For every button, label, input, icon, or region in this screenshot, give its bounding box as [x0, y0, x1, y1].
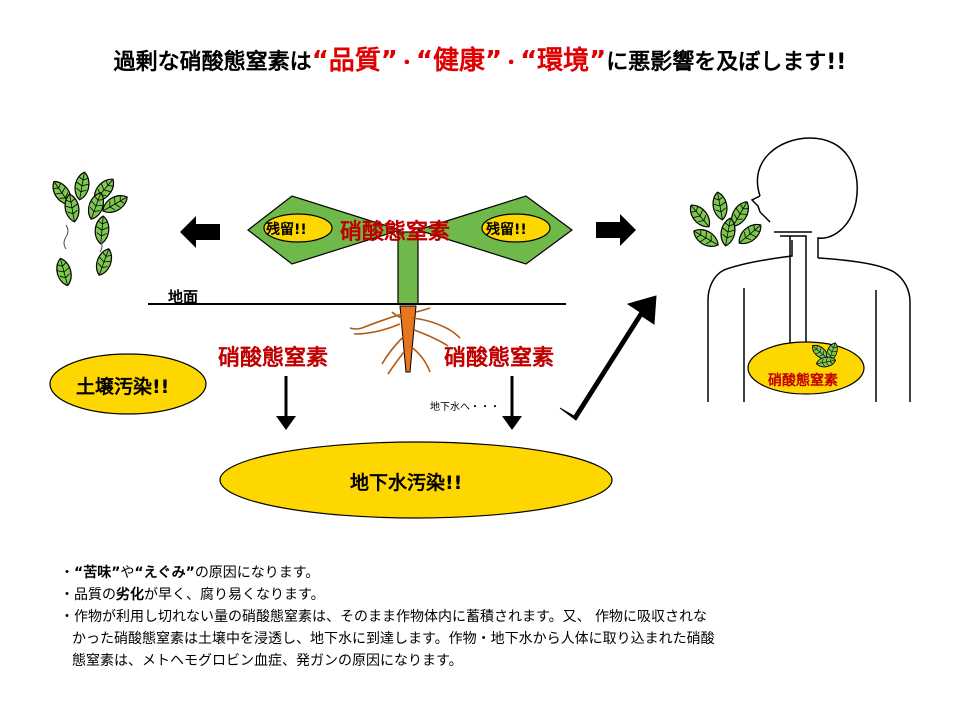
- note-line-3: ・作物が利用し切れない量の硝酸態窒素は、そのまま作物体内に蓄積されます。又、 作…: [60, 609, 708, 625]
- root-nitrate-label-left: 硝酸態窒素: [218, 346, 329, 371]
- soil-contamination-label: 土壌汚染!!: [76, 376, 170, 398]
- title-separator-1: ・: [397, 53, 416, 74]
- groundwater-ellipse: [219, 441, 613, 519]
- note-line-4: かった硝酸態窒素は土壌中を浸透し、地下水に到達します。作物・地下水から人体に取り…: [72, 631, 715, 647]
- leaf-nitrate-label: 硝酸態窒素: [340, 220, 451, 245]
- note-line-1: ・“苦味”や“えぐみ”の原因になります。: [60, 562, 920, 584]
- residue-badge-left: [263, 213, 333, 243]
- note-2-suffix: が早く、腐り易くなります。: [144, 587, 325, 603]
- note-1-acrid: “えぐみ”: [134, 565, 195, 581]
- title-environment: “環境”: [520, 46, 607, 76]
- title-suffix: に悪影響を及ぼします!!: [606, 50, 847, 75]
- notes: ・“苦味”や“えぐみ”の原因になります。 ・品質の劣化が早く、腐り易くなります。…: [60, 562, 920, 672]
- arrow-left-icon: [180, 216, 220, 248]
- note-1-bullet: ・: [60, 565, 74, 581]
- note-line-5: 態窒素は、メトヘモグロビン血症、発ガンの原因になります。: [72, 653, 463, 669]
- arrow-down-right-icon: [502, 376, 522, 430]
- stomach-nitrate-label: 硝酸態窒素: [768, 373, 838, 389]
- note-2-deterioration: 劣化: [116, 587, 144, 603]
- page-title: 過剰な硝酸態窒素は“品質”・“健康”・“環境”に悪影響を及ぼします!!: [0, 40, 960, 77]
- groundwater-contamination-label: 地下水汚染!!: [350, 472, 463, 494]
- note-1-and: や: [120, 565, 135, 581]
- arrow-diagonal-icon: [559, 295, 657, 421]
- title-health: “健康”: [415, 46, 503, 76]
- soil-contamination-ellipse: [49, 353, 207, 415]
- note-2-prefix: ・品質の: [60, 587, 116, 603]
- residue-label-right: 残留!!: [486, 222, 527, 238]
- arrow-down-left-icon: [276, 376, 296, 430]
- title-separator-2: ・: [502, 53, 521, 74]
- human-figure: [707, 137, 911, 402]
- plant-root: [349, 305, 461, 375]
- root-nitrate-label-right: 硝酸態窒素: [444, 346, 555, 371]
- title-prefix: 過剰な硝酸態窒素は: [113, 50, 312, 75]
- to-groundwater-label: 地下水へ・・・: [430, 402, 500, 413]
- note-1-cause: の原因になります。: [194, 565, 320, 581]
- note-line-2: ・品質の劣化が早く、腐り易くなります。: [60, 584, 920, 606]
- arrow-right-icon: [596, 214, 636, 246]
- title-quality: “品質”: [311, 46, 398, 76]
- residue-badge-right: [481, 213, 551, 243]
- residue-label-left: 残留!!: [266, 222, 307, 238]
- note-1-bitter: “苦味”: [74, 565, 121, 581]
- wilted-leaves-left: [47, 170, 132, 288]
- ground-label: 地面: [168, 288, 199, 306]
